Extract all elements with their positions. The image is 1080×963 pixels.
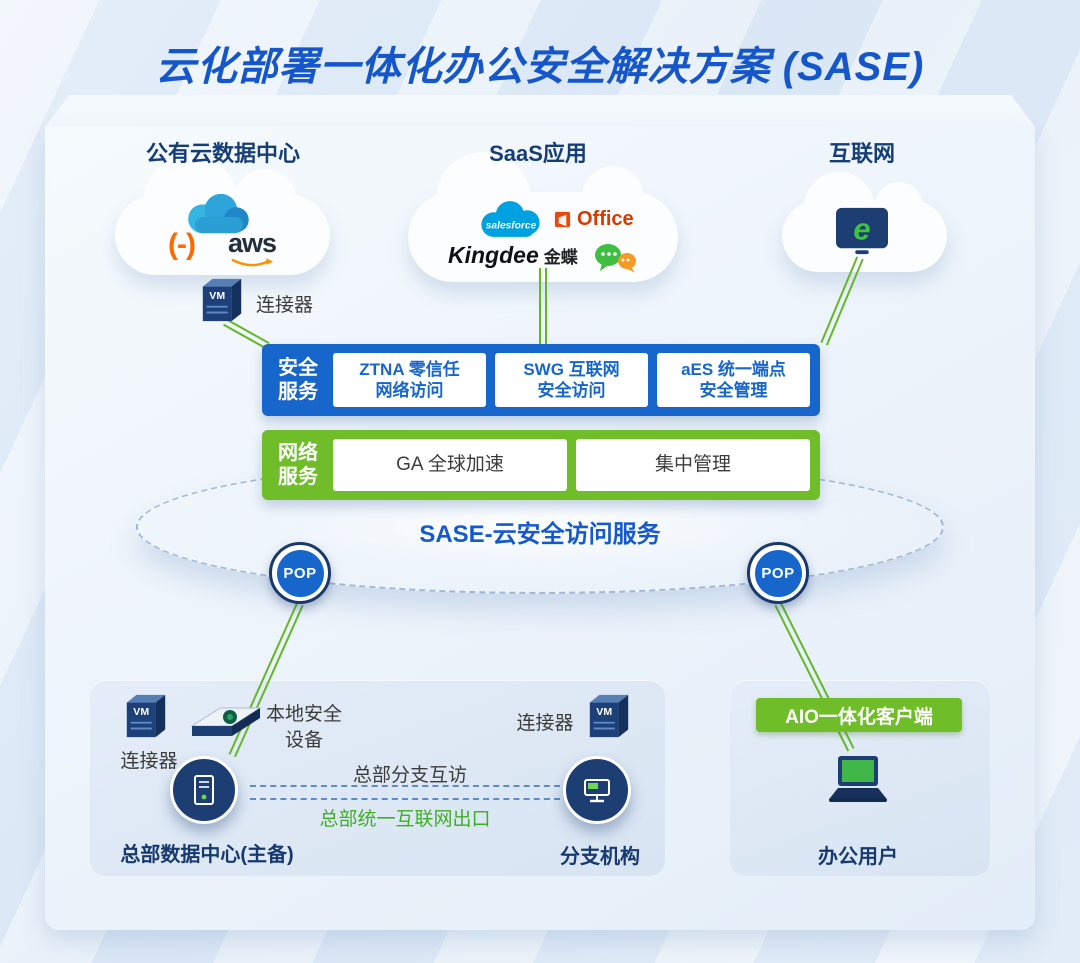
saas-cloud-shape bbox=[408, 152, 678, 282]
security-services-bar: 安全 服务 ZTNA 零信任 网络访问 SWG 互联网 安全访问 aES 统一端… bbox=[262, 344, 820, 416]
service-central-mgmt: 集中管理 bbox=[576, 439, 810, 491]
hq-branch-dashline-2 bbox=[250, 798, 560, 800]
branch-label: 分支机构 bbox=[560, 846, 640, 868]
hq-datacenter-node bbox=[170, 756, 238, 824]
vm-connector-hq-right-icon: VM bbox=[585, 690, 633, 747]
salesforce-logo-text: salesforce bbox=[486, 221, 537, 232]
public-cloud-icon bbox=[178, 190, 256, 245]
aws-logo: aws bbox=[228, 228, 277, 269]
local-security-device-icon bbox=[188, 696, 264, 751]
alicloud-logo-icon: (-) bbox=[168, 228, 196, 261]
salesforce-logo-icon: salesforce bbox=[475, 198, 547, 250]
wechat-icon bbox=[592, 242, 638, 279]
branch-node bbox=[563, 756, 631, 824]
hq-datacenter-label: 总部数据中心(主备) bbox=[120, 844, 294, 866]
kingdee-logo-text: Kingdee bbox=[448, 242, 539, 268]
pop-right-label: POP bbox=[754, 549, 802, 597]
saas-header: SaaS应用 bbox=[489, 141, 587, 166]
internet-header: 互联网 bbox=[828, 141, 895, 166]
service-aes: aES 统一端点 安全管理 bbox=[657, 353, 810, 407]
svg-text:VM: VM bbox=[596, 706, 612, 718]
svg-text:VM: VM bbox=[209, 290, 225, 302]
security-services-label: 安全 服务 bbox=[278, 357, 318, 403]
office-user-label: 办公用户 bbox=[818, 846, 898, 868]
svg-text:VM: VM bbox=[133, 706, 149, 718]
office-icon bbox=[554, 211, 571, 228]
ie-browser-icon: e bbox=[832, 204, 892, 261]
public-cloud-header: 公有云数据中心 bbox=[145, 141, 300, 166]
office-logo: Office bbox=[553, 208, 634, 231]
office-logo-text: Office bbox=[577, 208, 634, 230]
network-services-label: 网络 服务 bbox=[278, 442, 318, 488]
vm-connector-hq-left-icon: VM bbox=[122, 690, 170, 747]
aws-smile-icon bbox=[231, 258, 274, 267]
hq-branch-link-label: 总部分支互访 bbox=[352, 765, 467, 786]
laptop-icon bbox=[824, 754, 892, 811]
pop-node-right: POP bbox=[747, 542, 809, 604]
pop-node-left: POP bbox=[269, 542, 331, 604]
connector-top-label: 连接器 bbox=[256, 295, 314, 316]
link-saas bbox=[539, 268, 547, 344]
connector-hq-left-label: 连接器 bbox=[120, 751, 178, 772]
main-panel-top-edge bbox=[45, 95, 1035, 127]
kingdee-logo-cn-text: 金蝶 bbox=[543, 248, 578, 267]
hq-internet-exit-label: 总部统一互联网出口 bbox=[319, 809, 491, 830]
ie-logo-text: e bbox=[853, 212, 870, 247]
local-security-device-label: 本地安全 设备 bbox=[265, 704, 342, 751]
server-icon bbox=[194, 775, 214, 805]
aio-client-button: AIO一体化客户端 bbox=[756, 698, 962, 732]
connector-hq-right-label: 连接器 bbox=[516, 713, 574, 734]
aws-logo-text: aws bbox=[228, 228, 277, 258]
monitor-icon bbox=[584, 779, 610, 803]
vm-connector-cloud-icon: VM bbox=[198, 274, 246, 331]
sase-service-label: SASE-云安全访问服务 bbox=[419, 521, 661, 548]
network-services-bar: 网络 服务 GA 全球加速 集中管理 bbox=[262, 430, 820, 500]
service-ga: GA 全球加速 bbox=[333, 439, 567, 491]
hq-branch-dashline-1 bbox=[250, 785, 560, 787]
service-swg: SWG 互联网 安全访问 bbox=[495, 353, 648, 407]
pop-left-label: POP bbox=[276, 549, 324, 597]
page-title: 云化部署一体化办公安全解决方案 (SASE) bbox=[155, 45, 925, 89]
service-ztna: ZTNA 零信任 网络访问 bbox=[333, 353, 486, 407]
